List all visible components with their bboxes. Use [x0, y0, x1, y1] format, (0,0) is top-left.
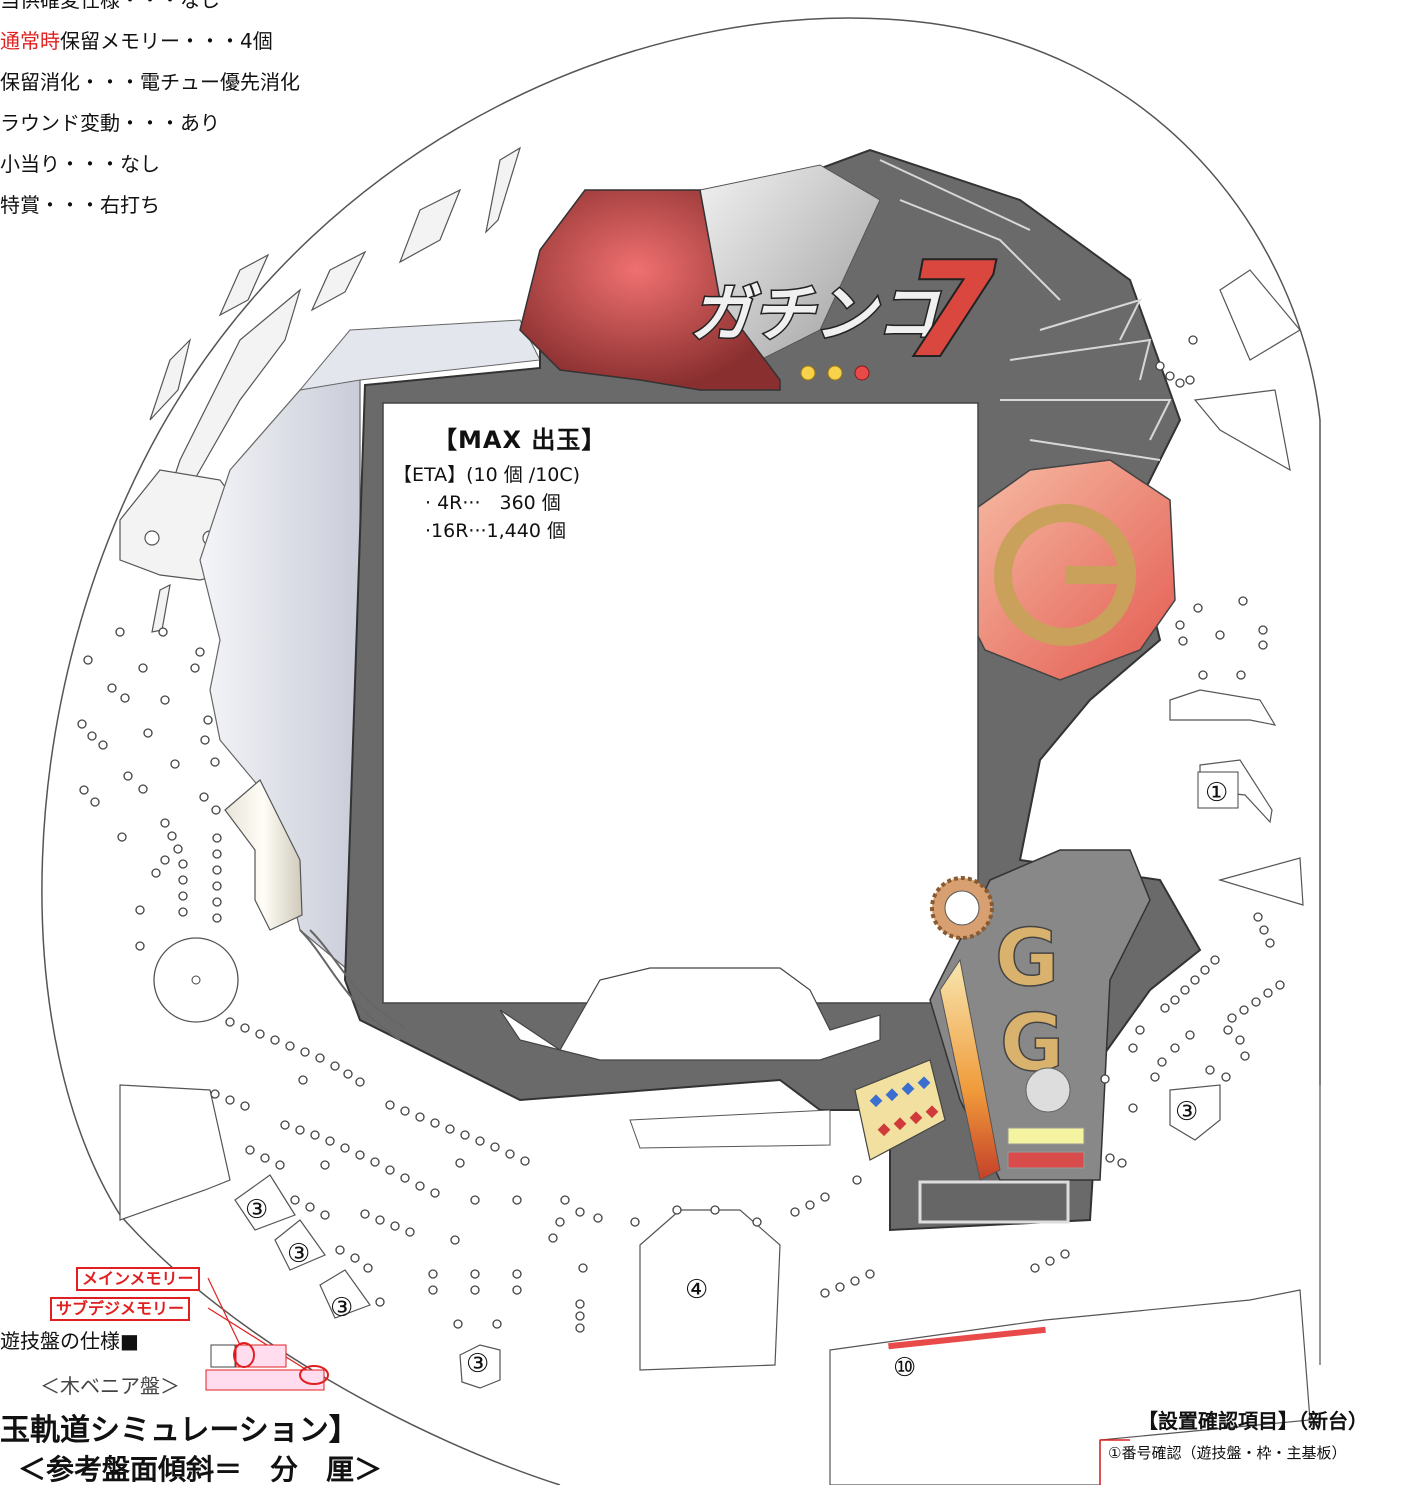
marker-3-a: ③ [245, 1195, 268, 1225]
spec-list: 当供確変仕様・・・なし 通常時保留メモリー・・・4個 保留消化・・・電チュー優先… [0, 0, 300, 226]
gg-attacker-device: G G [929, 849, 1151, 1181]
marker-10: ⑩ [893, 1353, 916, 1383]
pipe-rail [299, 929, 401, 1041]
payout-16r: ·16R···1,440 個 [425, 520, 566, 542]
board-type-label: ＜木ベニア盤＞ [40, 1374, 180, 1398]
spec-line-1: 当供確変仕様・・・なし [0, 0, 220, 12]
diamond-panel [854, 1059, 946, 1161]
markers: ① ③ ③ ③ ③ ③ ④ ⑩ [245, 771, 1239, 1383]
left-guide-rail [119, 146, 522, 633]
stage [499, 967, 881, 1061]
marker-3-right: ③ [1175, 1097, 1198, 1127]
board-mini-diagram [205, 1342, 329, 1391]
top-red-panel [519, 189, 781, 391]
max-payout-title: 【MAX 出玉】 [433, 426, 607, 454]
bottom-stage-lip [629, 1109, 831, 1149]
status-lamps [800, 365, 870, 381]
eta-line: 【ETA】(10 個 /10C) [393, 464, 581, 486]
spec-line-hold-consumption: 保留消化・・・電チュー優先消化 [0, 70, 300, 94]
main-memory-tag: メインメモリー [76, 1267, 200, 1291]
board-tilt-reference: ＜参考盤面傾斜＝ 分 厘＞ [18, 1453, 383, 1486]
checklist-item-1: ①番号確認（遊技盤・枠・主基板） [1108, 1444, 1347, 1462]
trajectory-simulation-title: 玉軌道シミュレーション】 [0, 1413, 359, 1448]
logo-text: ガチンコ [690, 277, 941, 350]
bottom-attacker-slot [918, 1180, 1070, 1224]
marker-4: ④ [685, 1275, 708, 1305]
marker-1: ① [1205, 778, 1228, 808]
warp-pipe [224, 779, 303, 931]
logo-number: 7 [905, 234, 996, 386]
marker-3-d: ③ [466, 1349, 489, 1379]
g-badge [954, 459, 1176, 681]
right-wing-decoration [879, 159, 1172, 461]
game-logo: ガチンコ 7 [689, 232, 999, 388]
spec-line-hold-memory: 通常時保留メモリー・・・4個 [0, 29, 273, 53]
checklist-title: 【設置確認項目】（新台） [1138, 1409, 1368, 1433]
spec-line-special-prize: 特賞・・・右打ち [0, 193, 160, 217]
marker-3-c: ③ [330, 1293, 353, 1323]
spec-line-round-variation: ラウンド変動・・・あり [0, 111, 220, 135]
left-glass-upper [298, 319, 541, 391]
svg-text:G: G [995, 914, 1059, 1004]
payout-4r: · 4R··· 360 個 [425, 492, 561, 514]
indicator-red [1007, 1151, 1085, 1169]
memory-leader-lines [207, 1277, 311, 1373]
display-window [382, 402, 979, 1004]
indicator-yellow [1007, 1127, 1085, 1145]
spec-line-small-hit: 小当り・・・なし [0, 152, 160, 176]
board-outline [41, 17, 1321, 1485]
board-spec-title: 遊技盤の仕様■ [0, 1329, 139, 1353]
installation-checklist: 【設置確認項目】（新台） ①番号確認（遊技盤・枠・主基板） [1098, 1405, 1403, 1463]
marker-3-b: ③ [287, 1239, 310, 1269]
rail-hole-left [144, 530, 160, 546]
sub-digit-memory-tag: サブデジメモリー [50, 1297, 191, 1321]
red-gate-line [888, 1326, 1046, 1350]
